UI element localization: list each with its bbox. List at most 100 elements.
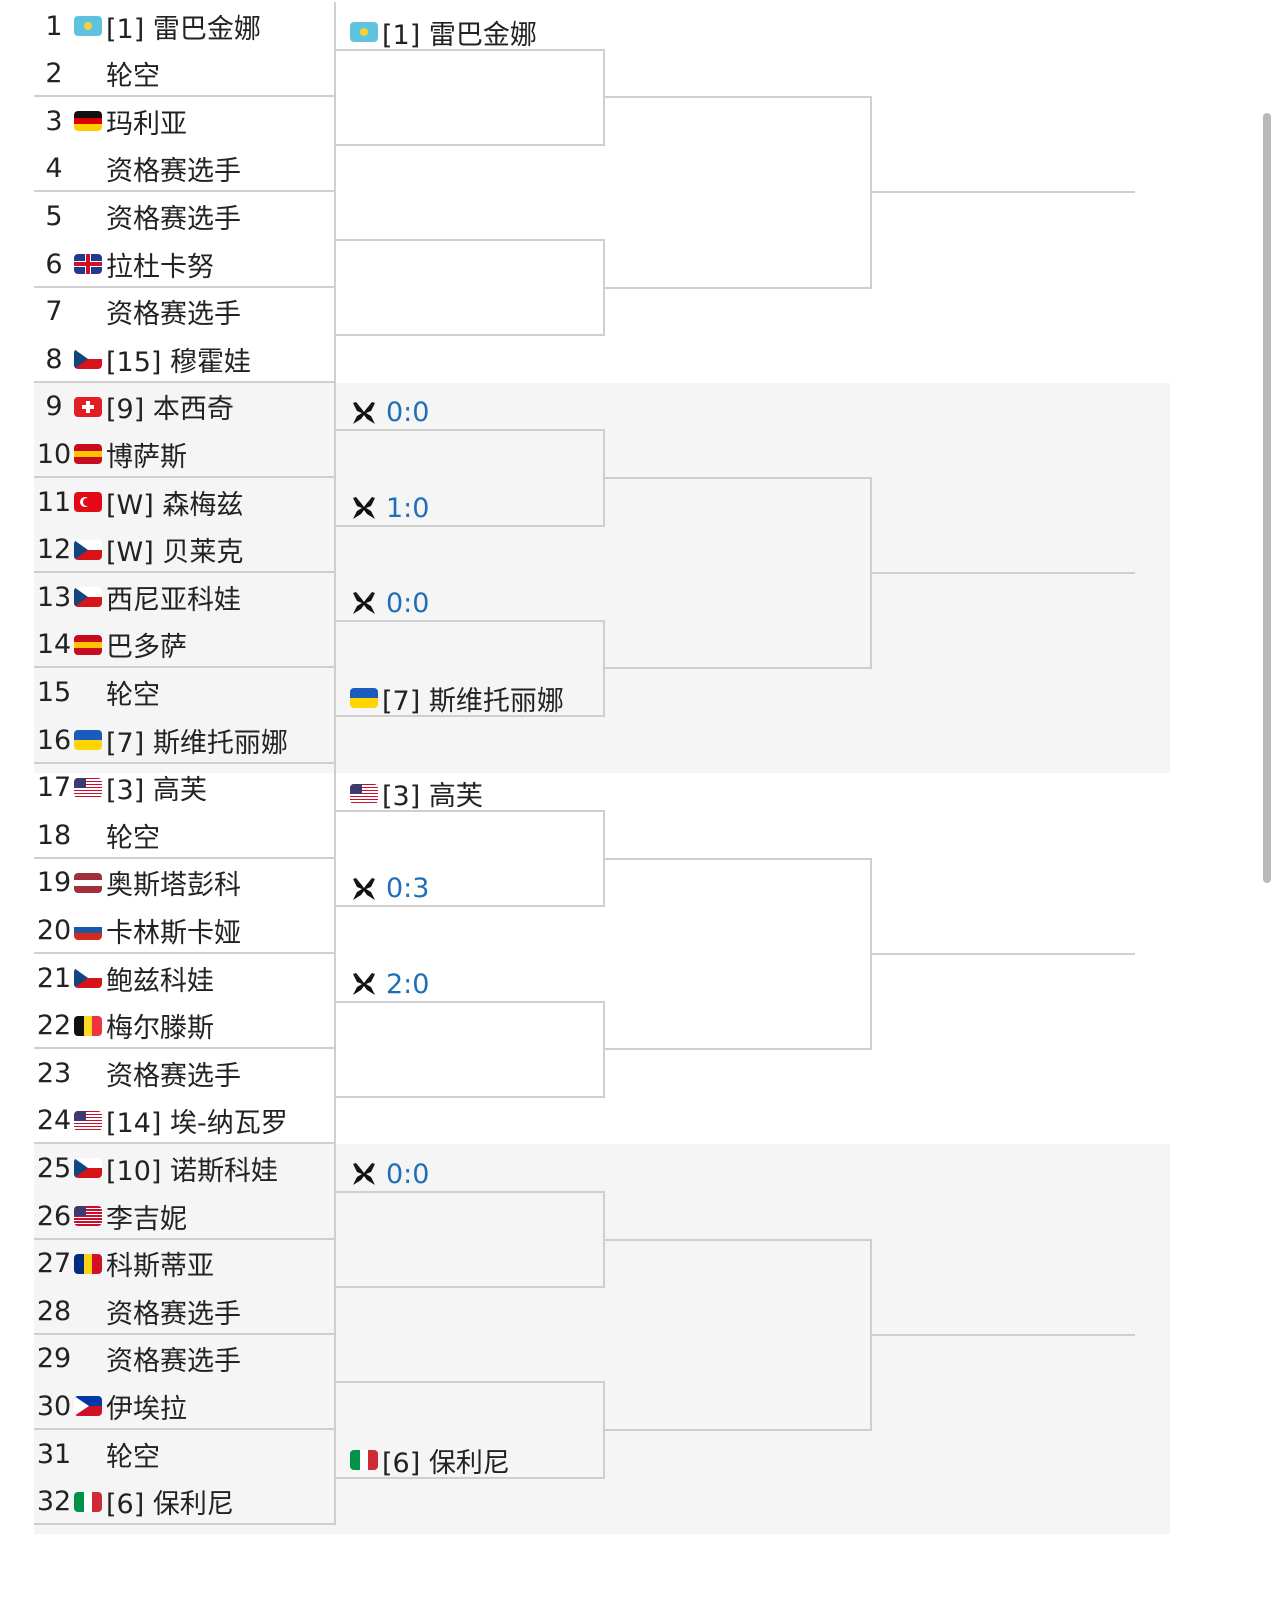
draw-position: 4 [45, 153, 63, 185]
player-name: [7] 斯维托丽娜 [382, 685, 564, 717]
czech-flag-icon [74, 968, 102, 988]
match-separator-line [34, 1047, 336, 1050]
match-separator-line [34, 761, 336, 764]
draw-position: 22 [36, 1010, 72, 1042]
player-row[interactable]: 9 [9] 本西奇 [34, 383, 344, 431]
draw-position: 23 [36, 1057, 72, 1089]
player-name: 梅尔滕斯 [106, 1013, 214, 1045]
italy-flag-icon [350, 1450, 378, 1470]
round2-connector-line [336, 143, 603, 146]
draw-position: 7 [45, 296, 63, 328]
round4-connector-line [870, 953, 1135, 955]
match-separator-line [34, 856, 336, 859]
player-row[interactable]: 11[W] 森梅兹 [34, 478, 344, 526]
draw-position: 14 [36, 629, 72, 661]
turkey-flag-icon [74, 492, 102, 512]
draw-position: 1 [45, 10, 63, 42]
player-row[interactable]: 22 梅尔滕斯 [34, 1002, 344, 1050]
draw-position: 13 [36, 581, 72, 613]
section-band [34, 382, 1170, 773]
round2-match-score[interactable]: 0:0 [350, 393, 429, 433]
player-name: 博萨斯 [106, 441, 187, 473]
player-name: 玛利亚 [106, 108, 187, 140]
ukraine-flag-icon [74, 730, 102, 750]
vertical-scrollbar[interactable] [1263, 113, 1271, 883]
player-name: 奥斯塔彭科 [106, 870, 241, 902]
match-score: 0:3 [386, 873, 430, 905]
round3-connector-line [603, 857, 870, 860]
draw-position: 20 [36, 914, 72, 946]
kazakhstan-flag-icon [350, 22, 378, 42]
versus-x-icon [350, 589, 378, 617]
versus-x-icon [350, 1160, 378, 1188]
match-separator-line [34, 1332, 336, 1335]
round2-connector-line [336, 1476, 603, 1479]
player-row[interactable]: 10 博萨斯 [34, 430, 344, 478]
usa-flag-icon [74, 1206, 102, 1226]
player-row[interactable]: 8[15] 穆霍娃 [34, 335, 344, 383]
round2-advanced-player[interactable]: [7] 斯维托丽娜 [350, 678, 564, 718]
draw-position: 2 [45, 58, 63, 90]
round2-match-score[interactable]: 0:0 [350, 583, 429, 623]
round2-match-score[interactable]: 0:0 [350, 1154, 429, 1194]
draw-position: 31 [36, 1438, 72, 1470]
philippines-flag-icon [74, 1396, 102, 1417]
round2-connector-line [336, 48, 603, 51]
round2-match-score[interactable]: 1:0 [350, 488, 429, 528]
round2-advanced-player[interactable]: [3] 高芙 [350, 774, 483, 814]
player-name: [W] 森梅兹 [106, 489, 244, 521]
player-row[interactable]: 16[7] 斯维托丽娜 [34, 716, 344, 764]
round2-match-score[interactable]: 2:0 [350, 964, 429, 1004]
player-row[interactable]: 24[14] 埃-纳瓦罗 [34, 1097, 344, 1145]
round4-connector-line [870, 1333, 1135, 1336]
kazakhstan-flag-icon [74, 16, 102, 36]
player-name: 资格赛选手 [106, 299, 241, 331]
match-separator-line [34, 1142, 336, 1145]
round2-connector-line [336, 524, 603, 527]
round2-connector-line [336, 905, 603, 908]
player-name: [15] 穆霍娃 [106, 346, 252, 378]
russia-flag-icon [74, 920, 102, 941]
player-row[interactable]: 32[6] 保利尼 [34, 1478, 344, 1526]
round2-match-score[interactable]: 0:3 [350, 869, 429, 909]
round2-connector-line [336, 1381, 603, 1384]
player-name: [6] 保利尼 [106, 1489, 234, 1521]
player-name: [9] 本西奇 [106, 394, 234, 426]
czech-flag-icon [74, 349, 102, 370]
draw-position: 9 [45, 391, 63, 423]
player-row[interactable]: 17[3] 高芙 [34, 764, 344, 812]
round2-advanced-player[interactable]: [6] 保利尼 [350, 1440, 510, 1480]
player-row[interactable]: 12[W] 贝莱克 [34, 526, 344, 574]
match-separator-line [34, 571, 336, 574]
round2-advanced-player[interactable]: [1] 雷巴金娜 [350, 12, 537, 52]
latvia-flag-icon [74, 872, 102, 893]
czech-flag-icon [74, 539, 102, 560]
usa-flag-icon [350, 783, 378, 804]
player-row[interactable]: 7 资格赛选手 [34, 288, 344, 336]
player-row[interactable]: 1[1] 雷巴金娜 [34, 2, 344, 50]
player-row[interactable]: 25[10] 诺斯科娃 [34, 1144, 344, 1192]
draw-position: 29 [36, 1343, 72, 1375]
match-separator-line [34, 1428, 336, 1430]
draw-position: 10 [36, 438, 72, 470]
